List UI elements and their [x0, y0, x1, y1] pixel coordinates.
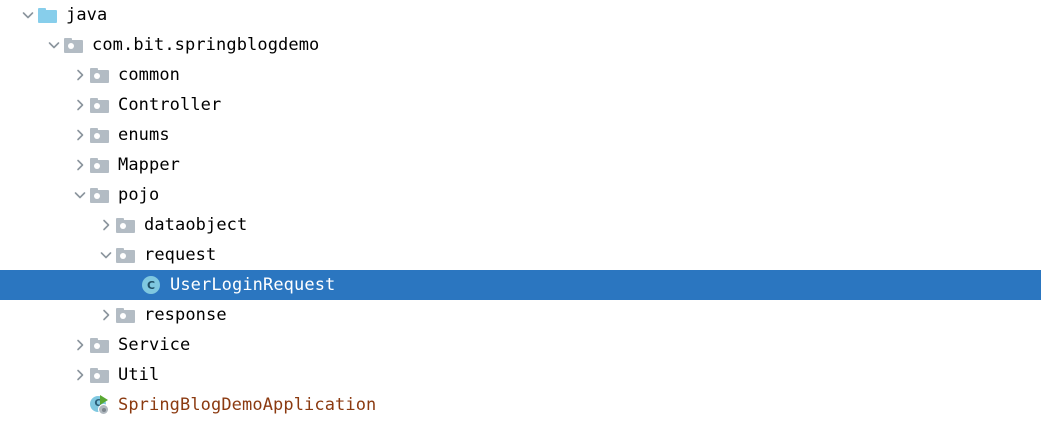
tree-row[interactable]: C UserLoginRequest [0, 270, 1041, 300]
chevron-down-icon[interactable] [70, 185, 90, 205]
package-folder-icon [90, 365, 112, 385]
tree-indent [0, 15, 18, 16]
package-folder-icon [90, 185, 112, 205]
tree-row[interactable]: com.bit.springblogdemo [0, 30, 1041, 60]
tree-row[interactable]: Util [0, 360, 1041, 390]
package-folder-icon [64, 35, 86, 55]
java-class-icon: C [142, 275, 164, 295]
tree-indent [0, 75, 70, 76]
tree-row-label: enums [118, 125, 170, 145]
chevron-right-icon[interactable] [70, 95, 90, 115]
tree-indent [0, 45, 44, 46]
tree-row-label: request [144, 245, 217, 265]
tree-indent [0, 285, 122, 286]
package-folder-icon [90, 95, 112, 115]
tree-row-label: UserLoginRequest [170, 275, 336, 295]
tree-row-label: Mapper [118, 155, 181, 175]
tree-row[interactable]: response [0, 300, 1041, 330]
tree-row-label: com.bit.springblogdemo [92, 35, 320, 55]
tree-row-label: common [118, 65, 181, 85]
chevron-right-icon[interactable] [70, 335, 90, 355]
tree-row-label: SpringBlogDemoApplication [118, 395, 377, 415]
tree-row[interactable]: common [0, 60, 1041, 90]
tree-indent [0, 105, 70, 106]
tree-row[interactable]: pojo [0, 180, 1041, 210]
package-folder-icon [90, 335, 112, 355]
chevron-right-icon[interactable] [70, 365, 90, 385]
package-folder-icon [116, 305, 138, 325]
spring-boot-application-icon: C [90, 395, 112, 415]
chevron-right-icon[interactable] [96, 215, 116, 235]
tree-row[interactable]: C SpringBlogDemoApplication [0, 390, 1041, 420]
tree-row-label: Controller [118, 95, 222, 115]
chevron-down-icon[interactable] [44, 35, 64, 55]
package-folder-icon [116, 245, 138, 265]
package-folder-icon [116, 215, 138, 235]
chevron-down-icon[interactable] [18, 5, 38, 25]
tree-row-label: response [144, 305, 227, 325]
chevron-placeholder [70, 395, 90, 415]
chevron-placeholder [122, 275, 142, 295]
tree-row[interactable]: Service [0, 330, 1041, 360]
tree-row-label: dataobject [144, 215, 248, 235]
chevron-down-icon[interactable] [96, 245, 116, 265]
tree-row-label: java [66, 5, 108, 25]
source-folder-icon [38, 5, 60, 25]
package-folder-icon [90, 65, 112, 85]
tree-row-label: Service [118, 335, 191, 355]
tree-indent [0, 135, 70, 136]
tree-indent [0, 405, 70, 406]
chevron-right-icon[interactable] [96, 305, 116, 325]
package-folder-icon [90, 125, 112, 145]
tree-row-label: pojo [118, 185, 160, 205]
tree-indent [0, 195, 70, 196]
tree-indent [0, 345, 70, 346]
tree-row[interactable]: enums [0, 120, 1041, 150]
chevron-right-icon[interactable] [70, 65, 90, 85]
tree-row[interactable]: dataobject [0, 210, 1041, 240]
tree-row[interactable]: java [0, 0, 1041, 30]
tree-row[interactable]: Controller [0, 90, 1041, 120]
tree-indent [0, 255, 96, 256]
tree-indent [0, 375, 70, 376]
tree-indent [0, 225, 96, 226]
package-folder-icon [90, 155, 112, 175]
chevron-right-icon[interactable] [70, 125, 90, 145]
tree-indent [0, 165, 70, 166]
tree-indent [0, 315, 96, 316]
tree-row[interactable]: request [0, 240, 1041, 270]
tree-row[interactable]: Mapper [0, 150, 1041, 180]
chevron-right-icon[interactable] [70, 155, 90, 175]
tree-row-label: Util [118, 365, 160, 385]
